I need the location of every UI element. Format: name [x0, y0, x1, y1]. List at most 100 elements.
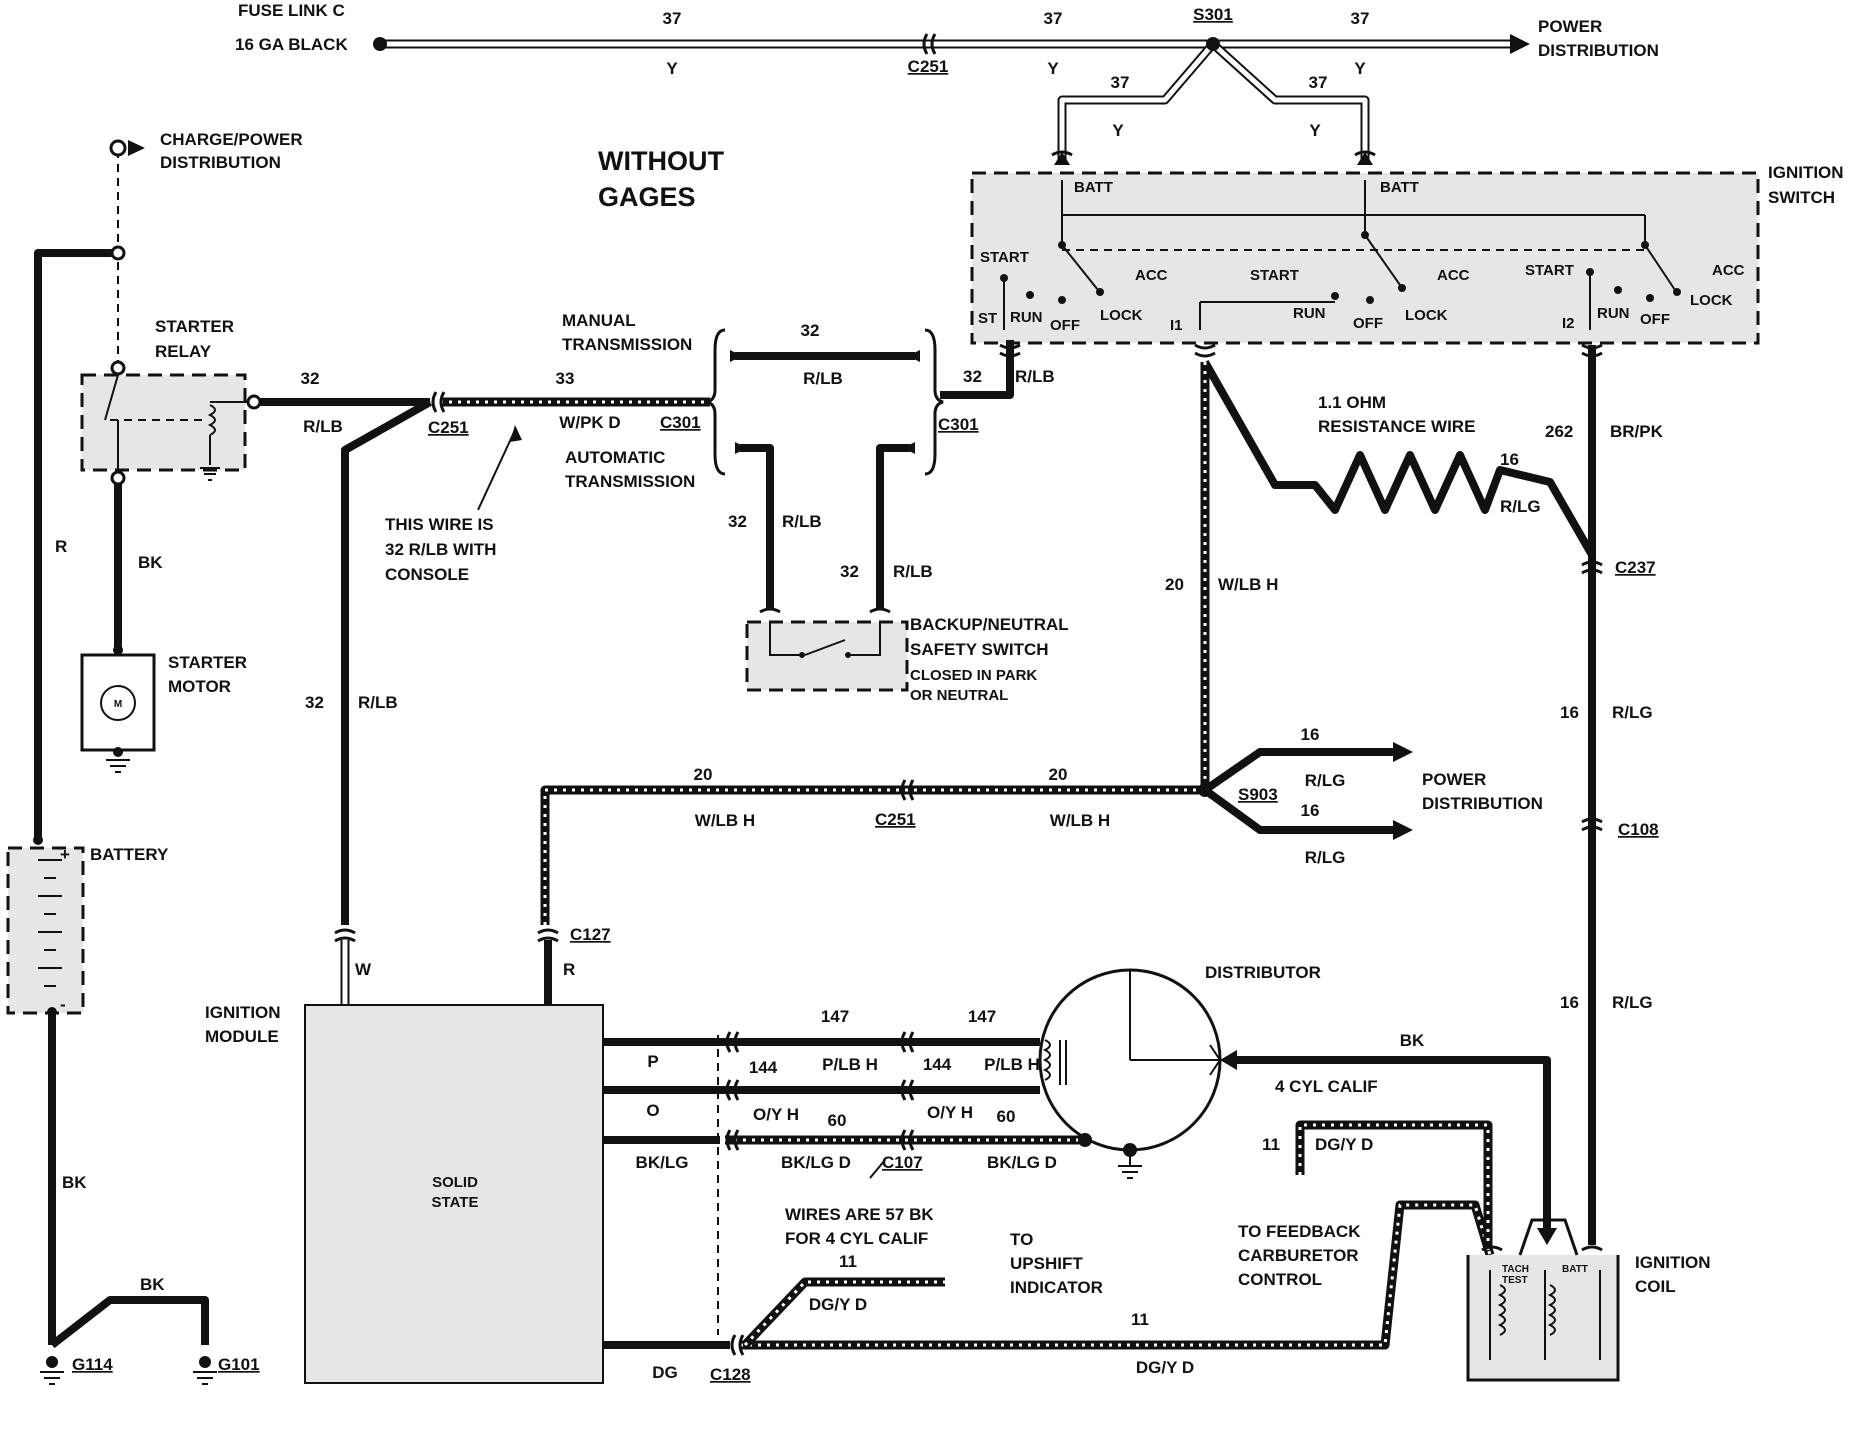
c251-mid-label: C251 [428, 418, 469, 437]
solid-state-2: STATE [432, 1194, 479, 1211]
fuse-link-sub: 16 GA BLACK [235, 35, 348, 54]
manual-trans-1: MANUAL [562, 311, 636, 330]
switch-acc-1: ACC [1135, 267, 1168, 284]
switch-start-1: START [980, 249, 1029, 266]
c11-label-upshift: 11 [839, 1252, 857, 1271]
battery-minus: - [60, 995, 66, 1014]
auto-trans-1: AUTOMATIC [565, 448, 665, 467]
auto-trans-2: TRANSMISSION [565, 472, 695, 491]
power-dist-top-1: POWER [1538, 17, 1602, 36]
dgyd-label-4cyl: DG/Y D [1315, 1135, 1373, 1154]
oyh-label-1: O/Y H [753, 1105, 799, 1124]
c37-label-3: 37 [1351, 9, 1370, 28]
dgyd-label-bottom: DG/Y D [1136, 1358, 1194, 1377]
rlb-label-vertical: R/LB [358, 693, 398, 712]
c20-label-h-right: 20 [1049, 765, 1068, 784]
w-label-module: W [355, 960, 372, 979]
wires-note-2: FOR 4 CYL CALIF [785, 1229, 928, 1248]
switch-lock-3: LOCK [1690, 292, 1733, 309]
switch-i2: I2 [1562, 315, 1575, 332]
p-label: P [647, 1052, 658, 1071]
ignition-module-label-2: MODULE [205, 1027, 279, 1046]
c147-label-1: 147 [821, 1007, 849, 1026]
s301-label: S301 [1193, 5, 1233, 24]
feedback-label-1: TO FEEDBACK [1238, 1222, 1361, 1241]
c37-label-2: 37 [1044, 9, 1063, 28]
bk-label-distributor: BK [1400, 1031, 1425, 1050]
switch-off-1: OFF [1050, 317, 1080, 334]
switch-run-2: RUN [1293, 305, 1326, 322]
c37-label-4: 37 [1111, 73, 1130, 92]
c60-label-1: 60 [828, 1111, 847, 1130]
rlg-label-resistance: R/LG [1500, 497, 1541, 516]
switch-run-1: RUN [1010, 309, 1043, 326]
wire-37-y-branch-right [1209, 40, 1370, 160]
battery: + - [6, 835, 85, 1017]
distributor [1038, 968, 1222, 1179]
switch-st: ST [978, 310, 997, 327]
starter-motor: M [80, 645, 156, 773]
y-label-3: Y [1354, 59, 1366, 78]
ground-g101 [193, 1356, 217, 1385]
ignition-switch-label-2: SWITCH [1768, 188, 1835, 207]
splice-s903-dot [1198, 783, 1212, 797]
bk-label-battery: BK [62, 1173, 87, 1192]
c37-label-1: 37 [663, 9, 682, 28]
bklgd-label-1: BK/LG D [781, 1153, 851, 1172]
rlb-label-relay: R/LB [303, 417, 343, 436]
motor-symbol: M [114, 699, 122, 710]
wire-note-3: CONSOLE [385, 565, 469, 584]
c301-left-label: C301 [660, 413, 701, 432]
c33-label: 33 [556, 369, 575, 388]
distributor-label: DISTRIBUTOR [1205, 963, 1321, 982]
power-dist-top-2: DISTRIBUTION [1538, 41, 1659, 60]
c11-label-4cyl: 11 [1262, 1135, 1280, 1154]
ignition-coil: TACH TEST BATT [1466, 1218, 1620, 1382]
starter-relay [80, 360, 262, 486]
brpk-label: BR/PK [1610, 422, 1664, 441]
ignition-switch: BATT BATT START ACC LOCK RUN OFF ST I1 S… [970, 171, 1760, 345]
c32-label-switch: 32 [963, 367, 982, 386]
wlbh-label-h-right: W/LB H [1050, 811, 1110, 830]
dg-label: DG [652, 1363, 678, 1382]
switch-start-2: START [1250, 267, 1299, 284]
fuse-link-dot [373, 37, 387, 51]
c147-label-2: 147 [968, 1007, 996, 1026]
switch-lock-1: LOCK [1100, 307, 1143, 324]
rlb-label-manual: R/LB [803, 369, 843, 388]
c16-label-s903-top: 16 [1301, 725, 1320, 744]
c251-top-label: C251 [908, 57, 949, 76]
rlb-label-switch: R/LB [1015, 367, 1055, 386]
r-label-battery: R [55, 537, 67, 556]
r-label-module: R [563, 960, 575, 979]
fuse-link-title: FUSE LINK C [238, 1, 345, 20]
switch-run-3: RUN [1597, 305, 1630, 322]
bklgd-label-2: BK/LG D [987, 1153, 1057, 1172]
c37-label-5: 37 [1309, 73, 1328, 92]
wire-20-wlbh-horizontal [540, 785, 1205, 925]
c20-label-vertical: 20 [1165, 575, 1184, 594]
upshift-label-1: TO [1010, 1230, 1033, 1249]
c127-label: C127 [570, 925, 611, 944]
c16-label-right-1: 16 [1560, 703, 1579, 722]
c144-label-2: 144 [923, 1055, 952, 1074]
starter-motor-label-1: STARTER [168, 653, 247, 672]
c16-label-resistance: 16 [1500, 450, 1519, 469]
plbh-label-1: P/LB H [822, 1055, 878, 1074]
backup-switch-label-2: SAFETY SWITCH [910, 640, 1049, 659]
feedback-label-3: CONTROL [1238, 1270, 1322, 1289]
four-cyl-calif: 4 CYL CALIF [1275, 1077, 1378, 1096]
ignition-coil-label-2: COIL [1635, 1277, 1676, 1296]
c16-label-right-2: 16 [1560, 993, 1579, 1012]
without-gages-2: GAGES [598, 182, 696, 212]
c128-label: C128 [710, 1365, 751, 1384]
c251-bottom-label: C251 [875, 810, 916, 829]
connector-marks [334, 33, 1603, 1356]
bk-label-ground: BK [140, 1275, 165, 1294]
charge-power-label-1: CHARGE/POWER [160, 130, 303, 149]
coil-batt-label: BATT [1562, 1264, 1588, 1275]
note-pointer-head [510, 425, 522, 442]
power-dist-mid-1: POWER [1422, 770, 1486, 789]
charge-power-terminal [109, 139, 145, 261]
